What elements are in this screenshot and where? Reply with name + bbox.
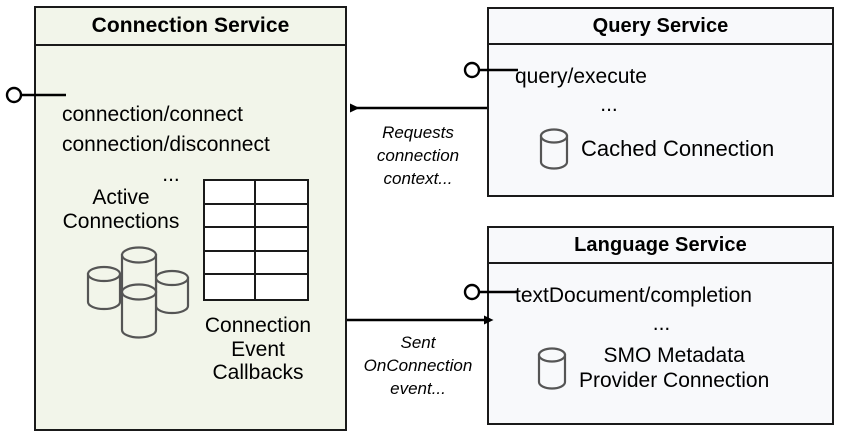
lollipop-interface-icon-query-service[interactable] (463, 61, 518, 79)
cached-connection-label: Cached Connection (581, 136, 775, 161)
database-cylinder-icon (539, 128, 569, 170)
edge-label-connection-to-language: Sent OnConnection event... (350, 332, 486, 401)
connection-service-api-ellipsis: ... (162, 163, 180, 186)
connection-service-api-disconnect: connection/disconnect (62, 133, 270, 156)
callbacks-label-line3: Callbacks (212, 361, 304, 385)
edge-label-line1: Sent (400, 333, 436, 352)
lollipop-interface-icon-language-service[interactable] (463, 283, 518, 301)
grid-cell (256, 275, 307, 299)
connection-event-callbacks-grid[interactable] (203, 179, 309, 301)
connection-service-title: Connection Service (36, 8, 345, 46)
language-service-title: Language Service (489, 228, 832, 264)
query-service-body: query/execute ... Cached Connection (489, 45, 832, 195)
connection-event-callbacks-label: Connection Event Callbacks (188, 314, 328, 385)
active-connections-label-line1: Active (92, 186, 150, 209)
grid-cell (256, 251, 307, 276)
language-service-body: textDocument/completion ... SMO Metadata… (489, 264, 832, 423)
grid-cell (205, 181, 256, 205)
active-connections-cylinder-group (84, 246, 194, 342)
edge-label-line3: event... (390, 378, 446, 398)
grid-cell (205, 204, 256, 229)
edge-label-line2: OnConnection (363, 355, 473, 375)
lollipop-interface-icon-connection-service[interactable] (5, 86, 66, 104)
grid-cell (256, 228, 307, 252)
grid-cell (256, 181, 307, 205)
component-query-service[interactable]: Query Service query/execute ... Cached C… (487, 7, 834, 197)
query-service-title: Query Service (489, 9, 832, 45)
callbacks-label-line1: Connection (204, 314, 312, 337)
database-cylinder-icon (537, 347, 567, 390)
smo-metadata-label-line2: Provider Connection (579, 368, 770, 392)
edge-label-line3: context... (383, 168, 453, 188)
active-connections-label: Active Connections (46, 186, 196, 233)
language-service-api-ellipsis: ... (652, 312, 671, 335)
query-service-api-ellipsis: ... (600, 93, 618, 116)
database-cylinder-icon-front (120, 283, 158, 339)
edge-label-query-to-connection: Requests connection context... (355, 122, 481, 191)
edge-label-line2: connection (376, 145, 460, 165)
database-cylinder-icon-right (154, 269, 190, 315)
query-service-api-execute: query/execute (515, 65, 647, 88)
edge-label-line1: Requests (382, 123, 454, 142)
grid-cell (205, 228, 256, 252)
component-language-service[interactable]: Language Service textDocument/completion… (487, 226, 834, 425)
language-service-api-completion: textDocument/completion (515, 284, 752, 307)
active-connections-label-line2: Connections (62, 209, 180, 233)
database-cylinder-icon-left (86, 265, 122, 311)
connection-service-api-connect: connection/connect (62, 103, 243, 126)
grid-cell (205, 251, 256, 276)
connection-service-body: connection/connect connection/disconnect… (36, 46, 345, 429)
callbacks-label-line2: Event (231, 337, 285, 361)
component-connection-service[interactable]: Connection Service connection/connect co… (34, 6, 347, 431)
cached-connection-row: Cached Connection (539, 127, 774, 171)
grid-cell (205, 275, 256, 299)
grid-cell (256, 204, 307, 229)
smo-metadata-label: SMO Metadata Provider Connection (579, 344, 769, 394)
smo-metadata-row: SMO Metadata Provider Connection (537, 344, 769, 394)
smo-metadata-label-line1: SMO Metadata (603, 344, 745, 367)
